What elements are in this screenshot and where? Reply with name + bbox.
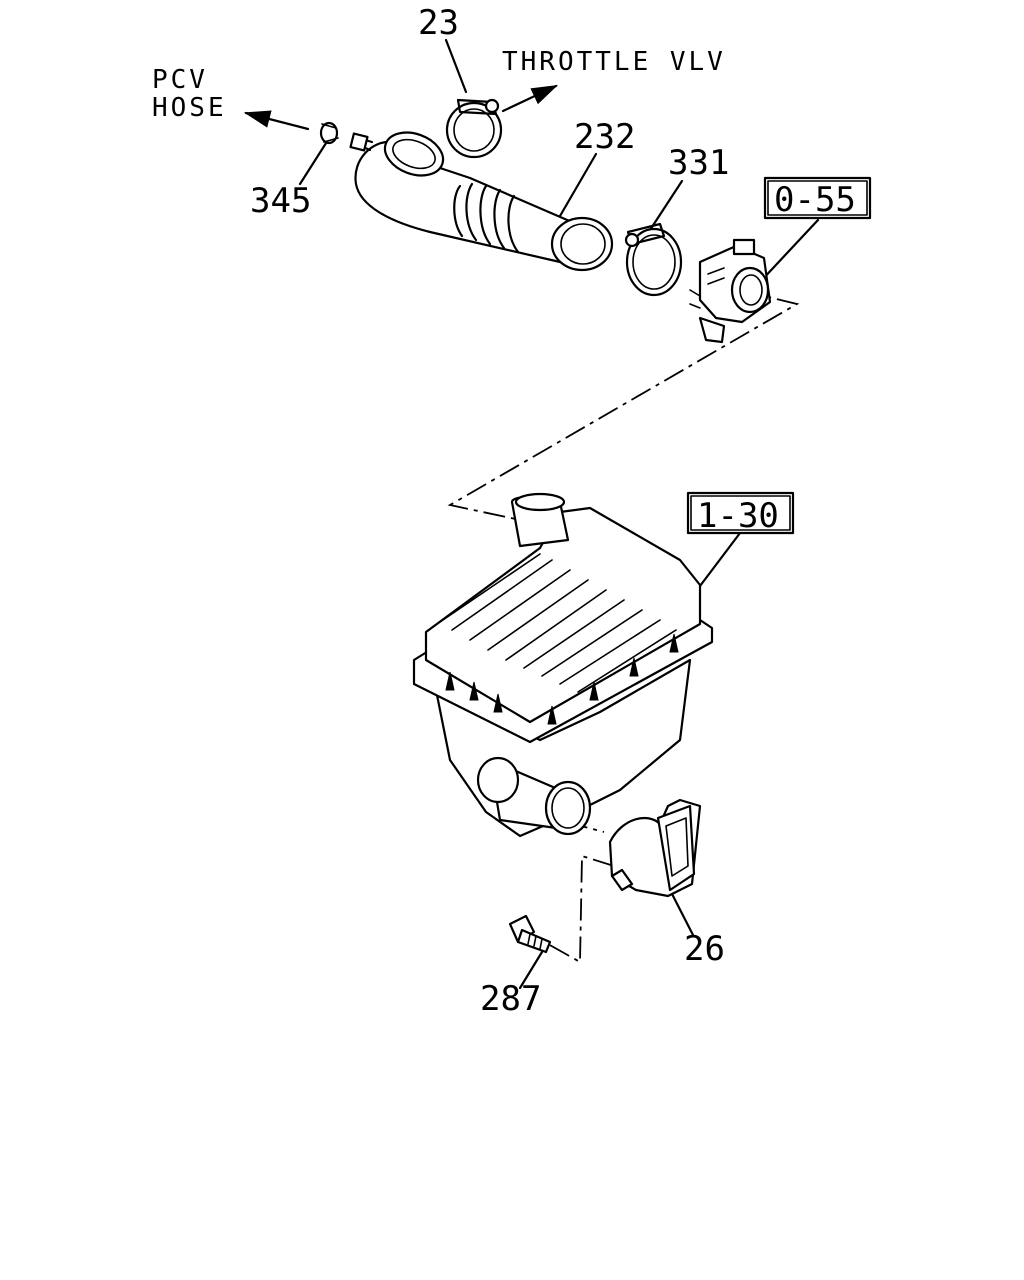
callout-331: 331	[668, 143, 729, 183]
ref-1-30-text: 1-30	[697, 496, 779, 536]
pcv-hose-arrow	[243, 110, 310, 131]
callout-345: 345	[250, 181, 311, 221]
ref-box-0-55: 0-55	[763, 176, 872, 220]
leader-lines	[298, 38, 820, 990]
sensor-side-hose-clamp	[624, 222, 683, 297]
throttle-valve-label: THROTTLE VLV	[502, 47, 726, 77]
callout-26: 26	[684, 929, 725, 969]
mounting-bolt	[508, 914, 552, 954]
airflow-sensor-assembly	[689, 238, 772, 344]
air-intake-hose	[349, 131, 614, 272]
air-cleaner-housing	[412, 492, 714, 838]
air-inlet-duct	[608, 798, 702, 898]
throttle-valve-arrow	[501, 84, 558, 113]
pcv-hose-label-line2: HOSE	[152, 93, 227, 123]
throttle-side-hose-clamp	[445, 98, 503, 159]
ref-0-55-text: 0-55	[774, 180, 856, 220]
alignment-line-bolt	[547, 854, 615, 964]
pcv-hose-label-line1: PCV	[152, 65, 208, 95]
callout-23: 23	[418, 3, 459, 43]
pcv-hose-clip	[319, 121, 339, 145]
alignment-line-sensor-to-cleaner	[447, 289, 800, 521]
callout-287: 287	[480, 979, 541, 1019]
callout-232: 232	[574, 117, 635, 157]
ref-box-1-30: 1-30	[686, 491, 795, 536]
